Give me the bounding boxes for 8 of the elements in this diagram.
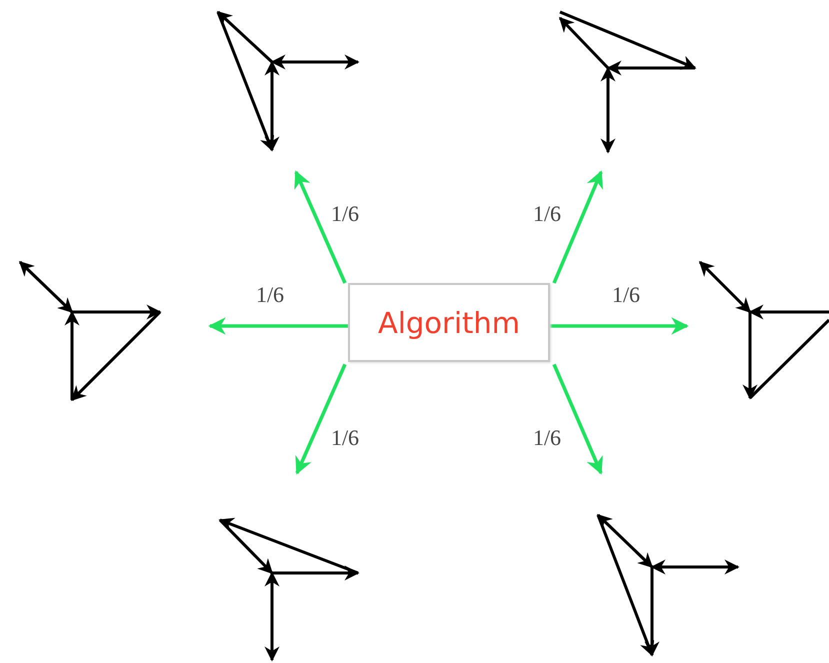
arrow	[552, 364, 603, 475]
box-label: Algorithm	[378, 306, 520, 340]
arrow	[295, 364, 347, 475]
arrow	[550, 317, 689, 335]
arrow	[208, 317, 348, 335]
process-box	[348, 283, 550, 362]
arrow	[294, 170, 347, 284]
arrow	[552, 170, 603, 284]
